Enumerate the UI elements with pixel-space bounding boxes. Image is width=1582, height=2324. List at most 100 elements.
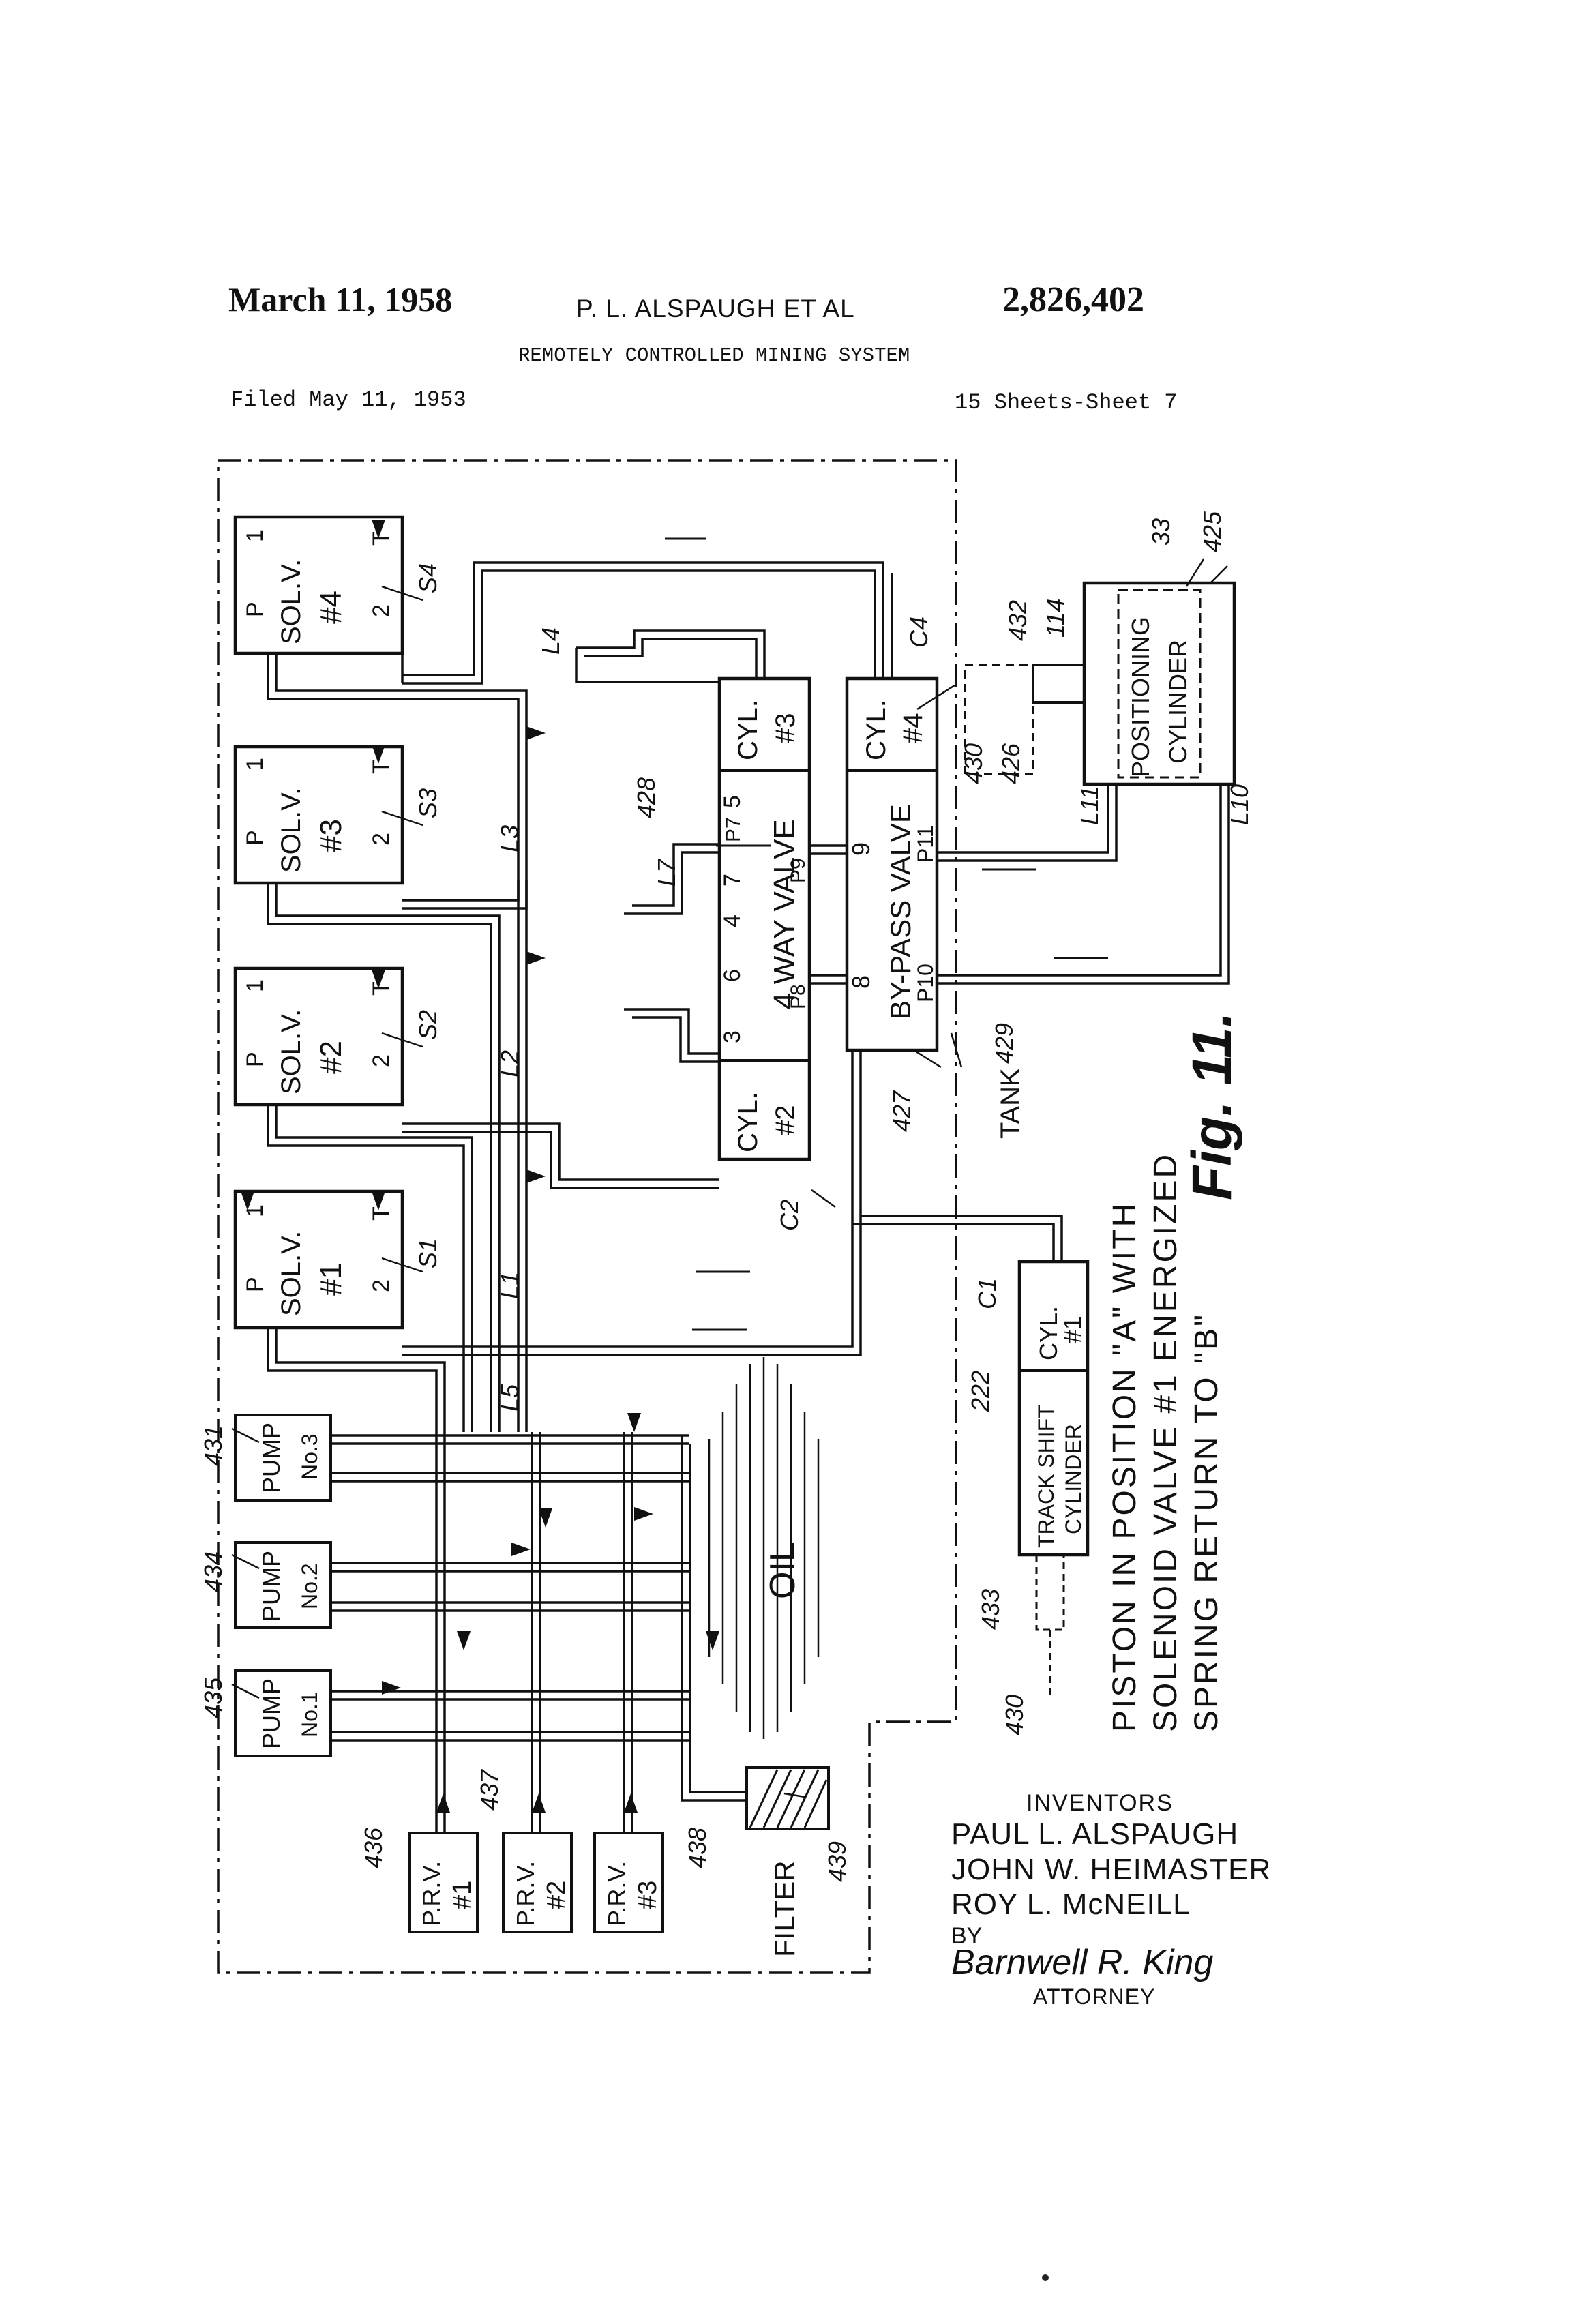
diagram-label: T [368,981,394,996]
diagram-label: S4 [414,563,442,593]
pump-3-label: PUMP [257,1422,285,1493]
filed-date: Filed May 11, 1953 [230,387,466,413]
caption-line-3: SPRING RETURN TO "B" [1189,1313,1225,1732]
diagram-label: #2 [542,1881,571,1909]
diagram-label: T [368,1206,394,1221]
diagram-label: 439 [823,1841,851,1882]
solenoid-valve-2 [233,966,404,1107]
diagram-label: S1 [414,1238,442,1268]
diagram-label: C1 [973,1278,1001,1309]
diagram-label: 2 [368,1054,394,1067]
filter-label: FILTER [768,1860,801,1957]
solenoid-valve-3 [233,745,404,885]
attorney-signature: Barnwell R. King [951,1943,1213,1982]
diagram-label: 222 [966,1371,994,1412]
tank-boundary [217,459,957,1974]
diagram-label: 2 [368,1279,394,1292]
diagram-label: 429 [990,1023,1018,1064]
prv-1-label: P.R.V. [417,1861,445,1926]
attorney-label: ATTORNEY [1033,1984,1156,2009]
inventor-name-1: PAUL L. ALSPAUGH [951,1817,1239,1851]
diagram-label: No.1 [297,1691,322,1738]
diagram-label: 430 [959,743,987,784]
inventors-heading: INVENTORS [1026,1790,1174,1816]
diagram-label: L7 [653,858,681,887]
diagram-label: #1 [314,1262,348,1296]
prv-2 [502,1832,573,1933]
diagram-label: CYL. [1034,1306,1062,1360]
figure-number: Fig. 11. [1181,1012,1243,1200]
diagram-label: P11 [913,825,938,863]
diagram-label: #4 [314,591,348,624]
diagram-label: P [242,830,268,846]
solenoid-valve-4 [233,515,404,655]
diagram-label: Barnwell R. King [951,1943,1213,1982]
diagram-label: No.3 [297,1433,322,1480]
pump-3 [234,1414,332,1502]
diagram-label: 6 [719,969,745,982]
pump-2-label: PUMP [257,1551,285,1622]
pump-1-label: PUMP [257,1678,285,1749]
bypass-valve-label: BY-PASS VALVE [884,804,916,1019]
oil-label: OIL [763,1542,803,1599]
diagram-label: 437 [475,1768,503,1811]
diagram-label: #1 [448,1881,477,1909]
diagram-label: #3 [771,713,801,744]
diagram-label: 1 [242,1204,268,1217]
diagram-label: L5 [496,1384,524,1412]
by-label: BY [951,1923,983,1949]
diagram-label: 426 [997,743,1025,784]
four-way-valve-label: 4 WAY VALVE [768,819,801,1009]
diagram-label: C4 [905,616,933,648]
patent-inventor-line: P. L. ALSPAUGH ET AL [576,295,855,323]
caption-line-2: SOLENOID VALVE #1 ENERGIZED [1148,1152,1184,1732]
prv-3-label: P.R.V. [603,1861,631,1926]
sv1-label: SOL.V. [276,1231,306,1316]
diagram-label: P [242,1277,268,1292]
diagram-label: 114 [1041,599,1069,638]
diagram-label: #3 [314,819,348,852]
prv-1 [408,1832,479,1933]
diagram-label: 431 [199,1425,227,1466]
diagram-label: S3 [414,788,442,818]
positioning-cylinder-label: POSITIONING [1126,616,1154,777]
diagram-label: CYLINDER [1061,1424,1086,1534]
diagram-label: 3 [719,1030,745,1043]
patent-title: REMOTELY CONTROLLED MINING SYSTEM [518,344,910,367]
filter [745,1766,830,1830]
sv3-label: SOL.V. [276,788,306,873]
diagram-label: L1 [496,1272,524,1299]
track-shift-cylinder-label: TRACK SHIFT [1034,1405,1058,1548]
diagram-label: CYL. [733,700,763,760]
diagram-label: CYL. [733,1092,763,1152]
diagram-label: T [368,531,394,546]
diagram-label: CYLINDER [1164,640,1192,764]
diagram-label: P10 [913,964,938,1002]
oil-reservoir [708,1357,820,1739]
diagram-label: L3 [496,825,524,852]
sv2-label: SOL.V. [276,1009,306,1094]
diagram-label: 438 [683,1828,711,1868]
diagram-label: #4 [898,713,928,744]
page-mark [1042,2274,1049,2281]
caption-line-1: PISTON IN POSITION "A" WITH [1107,1202,1143,1732]
pump-2 [234,1541,332,1629]
diagram-label: 4 [719,914,745,927]
diagram-label: L10 [1225,784,1253,825]
diagram-label: P7 [722,817,745,842]
diagram-label: L4 [537,627,565,655]
diagram-label: 2 [368,604,394,617]
diagram-label: C2 [775,1200,803,1231]
patent-date: March 11, 1958 [228,280,453,318]
inventor-name-2: JOHN W. HEIMASTER [951,1853,1272,1886]
diagram-label: 427 [888,1090,916,1132]
diagram-label: 33 [1147,518,1175,546]
diagram-label: L11 [1075,786,1103,825]
diagram-label: 430 [1000,1695,1028,1735]
diagram-label: #1 [1058,1316,1086,1343]
diagram-label: #3 [633,1881,662,1909]
diagram-label: 434 [199,1551,227,1592]
solenoid-valve-1 [233,1189,404,1330]
diagram-label: 2 [368,833,394,846]
diagram-label: P [242,601,268,617]
